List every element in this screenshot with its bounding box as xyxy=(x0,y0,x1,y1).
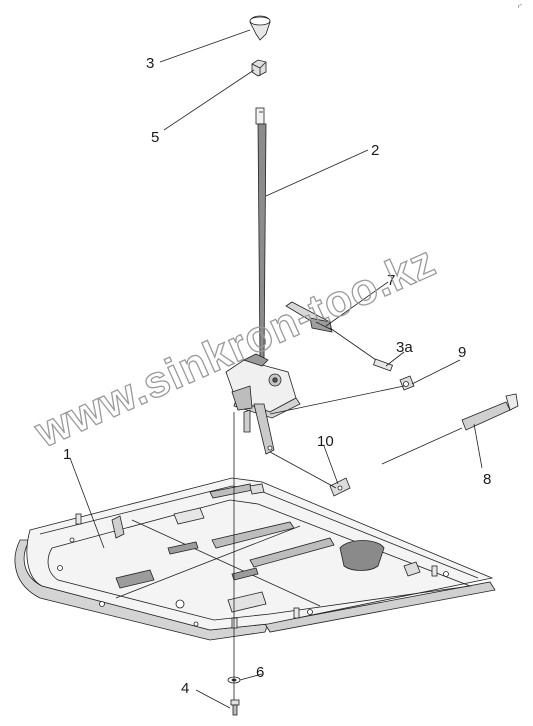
gear-cable xyxy=(285,301,377,361)
ball-joint xyxy=(399,375,415,391)
callout-4: 4 xyxy=(181,680,189,697)
select-cable xyxy=(381,393,519,465)
callout-3: 3 xyxy=(146,55,154,72)
callout-1: 1 xyxy=(63,446,71,463)
callout-7: 7 xyxy=(387,272,395,289)
hex-nut xyxy=(251,59,267,77)
callout-2: 2 xyxy=(371,142,379,159)
screw xyxy=(230,699,240,716)
assembly-lines xyxy=(233,385,405,700)
callout-5: 5 xyxy=(151,129,159,146)
pin xyxy=(373,358,393,372)
leader-lines xyxy=(69,29,483,709)
callout-10: 10 xyxy=(317,433,334,450)
callout-9: 9 xyxy=(458,344,466,361)
callout-8: 8 xyxy=(483,471,491,488)
lever-rod xyxy=(255,107,267,361)
shift-mechanism xyxy=(225,353,301,455)
watermark-text: www.sinkron-too.kz xyxy=(27,237,442,458)
callout-3a: 3a xyxy=(396,339,413,356)
corner-mark: r'' xyxy=(518,4,522,10)
end-link xyxy=(329,477,351,497)
base-plate xyxy=(14,477,496,641)
callout-6: 6 xyxy=(256,664,264,681)
